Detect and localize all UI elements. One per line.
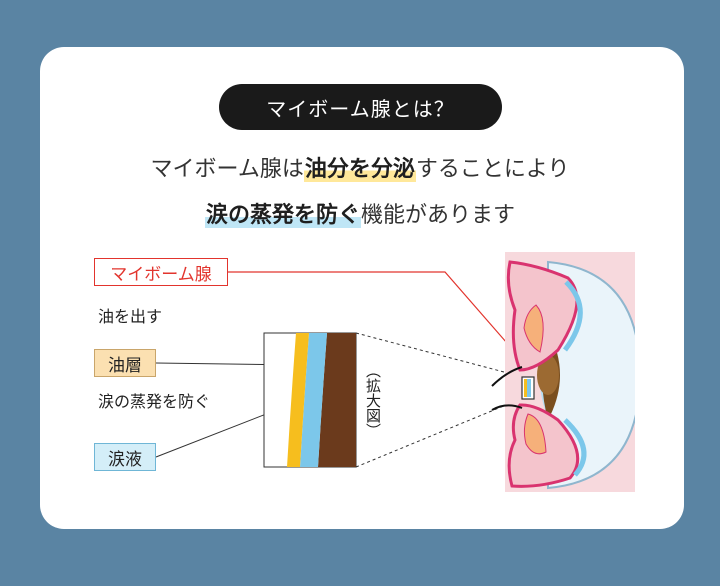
oil-layer — [287, 333, 309, 467]
lead-l2-bold: 涙の蒸発を防ぐ — [204, 203, 361, 228]
tissue-layer — [318, 333, 356, 467]
label-meibomian-text: マイボーム腺 — [110, 264, 212, 285]
lead-line-1: マイボーム腺は油分を分泌することにより — [0, 155, 720, 185]
label-tear-fluid: 涙液 — [94, 443, 156, 471]
leader-meibomian — [228, 271, 521, 359]
lead-line-2: 涙の蒸発を防ぐ機能があります — [0, 201, 720, 231]
lower-eyelash — [491, 404, 523, 411]
zoom-line-top — [355, 332, 524, 378]
zoom-label: （拡大図） — [364, 363, 382, 438]
upper-meibomian-gland — [523, 304, 544, 353]
label-oil-layer-text: 油層 — [108, 355, 142, 376]
title-text: マイボーム腺とは？ — [266, 96, 455, 121]
lead-l1-bold: 油分を分泌 — [303, 157, 416, 182]
label-oil-layer: 油層 — [94, 349, 156, 377]
oil-layer-desc: 涙の蒸発を防ぐ — [98, 392, 211, 411]
title-pill: マイボーム腺とは？ — [219, 84, 502, 130]
label-tear-fluid-text: 涙液 — [108, 449, 142, 470]
lead-l2-post: 機能があります — [361, 203, 516, 228]
zoom-box — [263, 332, 357, 468]
upper-lid — [506, 260, 579, 372]
tear-layer — [300, 333, 327, 467]
lower-meibomian-gland — [523, 413, 547, 455]
meibomian-desc: 油を出す — [98, 307, 163, 326]
lead-l1-post: することにより — [415, 157, 570, 182]
zoom-line-bottom — [355, 397, 524, 468]
label-meibomian: マイボーム腺 — [94, 258, 228, 286]
lead-l1-pre: マイボーム腺は — [150, 157, 304, 182]
lens — [537, 355, 559, 395]
eye-cross-section — [505, 252, 635, 492]
upper-eyelash — [491, 366, 523, 387]
